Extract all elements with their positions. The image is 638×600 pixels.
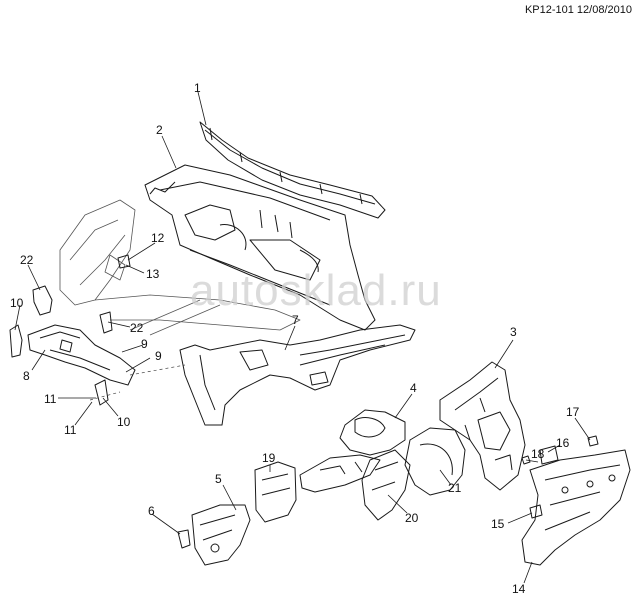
- callout-10a: 10: [10, 296, 24, 310]
- callout-2: 2: [156, 123, 163, 137]
- part-18-clip: [521, 455, 531, 465]
- callout-11b: 11: [64, 423, 77, 437]
- part-17-clip: [587, 435, 599, 447]
- part-21-wheelhouse: [404, 427, 466, 496]
- callout-15: 15: [491, 517, 505, 531]
- callout-7: 7: [292, 313, 299, 327]
- part-20-wheelhouse-ext: [361, 449, 411, 521]
- callout-4: 4: [410, 381, 417, 395]
- leader-lines: [14, 91, 591, 584]
- part-front-structure-ghost: [59, 199, 301, 336]
- callout-5: 5: [215, 472, 222, 486]
- part-4-shock-tower: [299, 409, 406, 493]
- part-5-lower-bracket: [191, 504, 251, 566]
- callout-14: 14: [512, 582, 526, 596]
- callout-10b: 10: [117, 415, 131, 429]
- callout-18: 18: [531, 447, 545, 461]
- part-19-bracket-panel: [254, 461, 297, 523]
- callout-20: 20: [405, 511, 419, 525]
- part-16-bracket: [539, 445, 559, 465]
- callout-22a: 22: [20, 253, 34, 267]
- callout-8: 8: [23, 369, 30, 383]
- callout-21: 21: [448, 481, 462, 495]
- callout-3: 3: [510, 325, 517, 339]
- part-12-clip: [117, 254, 131, 269]
- part-8-frame-rail: [27, 324, 136, 386]
- part-15-clip: [529, 504, 543, 519]
- part-22-bracket: [32, 285, 113, 334]
- part-3-pillar: [439, 361, 526, 491]
- part-6-clip: [177, 529, 191, 549]
- callout-11a: 11: [44, 392, 57, 406]
- watermark: autosklad.ru: [190, 266, 442, 315]
- callout-19: 19: [262, 451, 276, 465]
- callout-12: 12: [151, 231, 165, 245]
- part-1-cowl-top: [199, 121, 386, 219]
- part-7-front-rail: [179, 324, 416, 426]
- callout-1: 1: [194, 81, 201, 95]
- callout-6: 6: [148, 504, 155, 518]
- part-10-bracket: [9, 324, 109, 406]
- callout-13: 13: [146, 267, 160, 281]
- callout-9b: 9: [155, 349, 162, 363]
- diagram-code: KP12-101 12/08/2010: [524, 4, 632, 16]
- part-2-dash-panel: [144, 164, 376, 331]
- part-14-rocker: [521, 449, 631, 566]
- callout-9a: 9: [141, 337, 148, 351]
- callout-22b: 22: [130, 321, 144, 335]
- callout-17: 17: [566, 405, 580, 419]
- callout-16: 16: [556, 436, 570, 450]
- dashed-guides: [89, 364, 186, 401]
